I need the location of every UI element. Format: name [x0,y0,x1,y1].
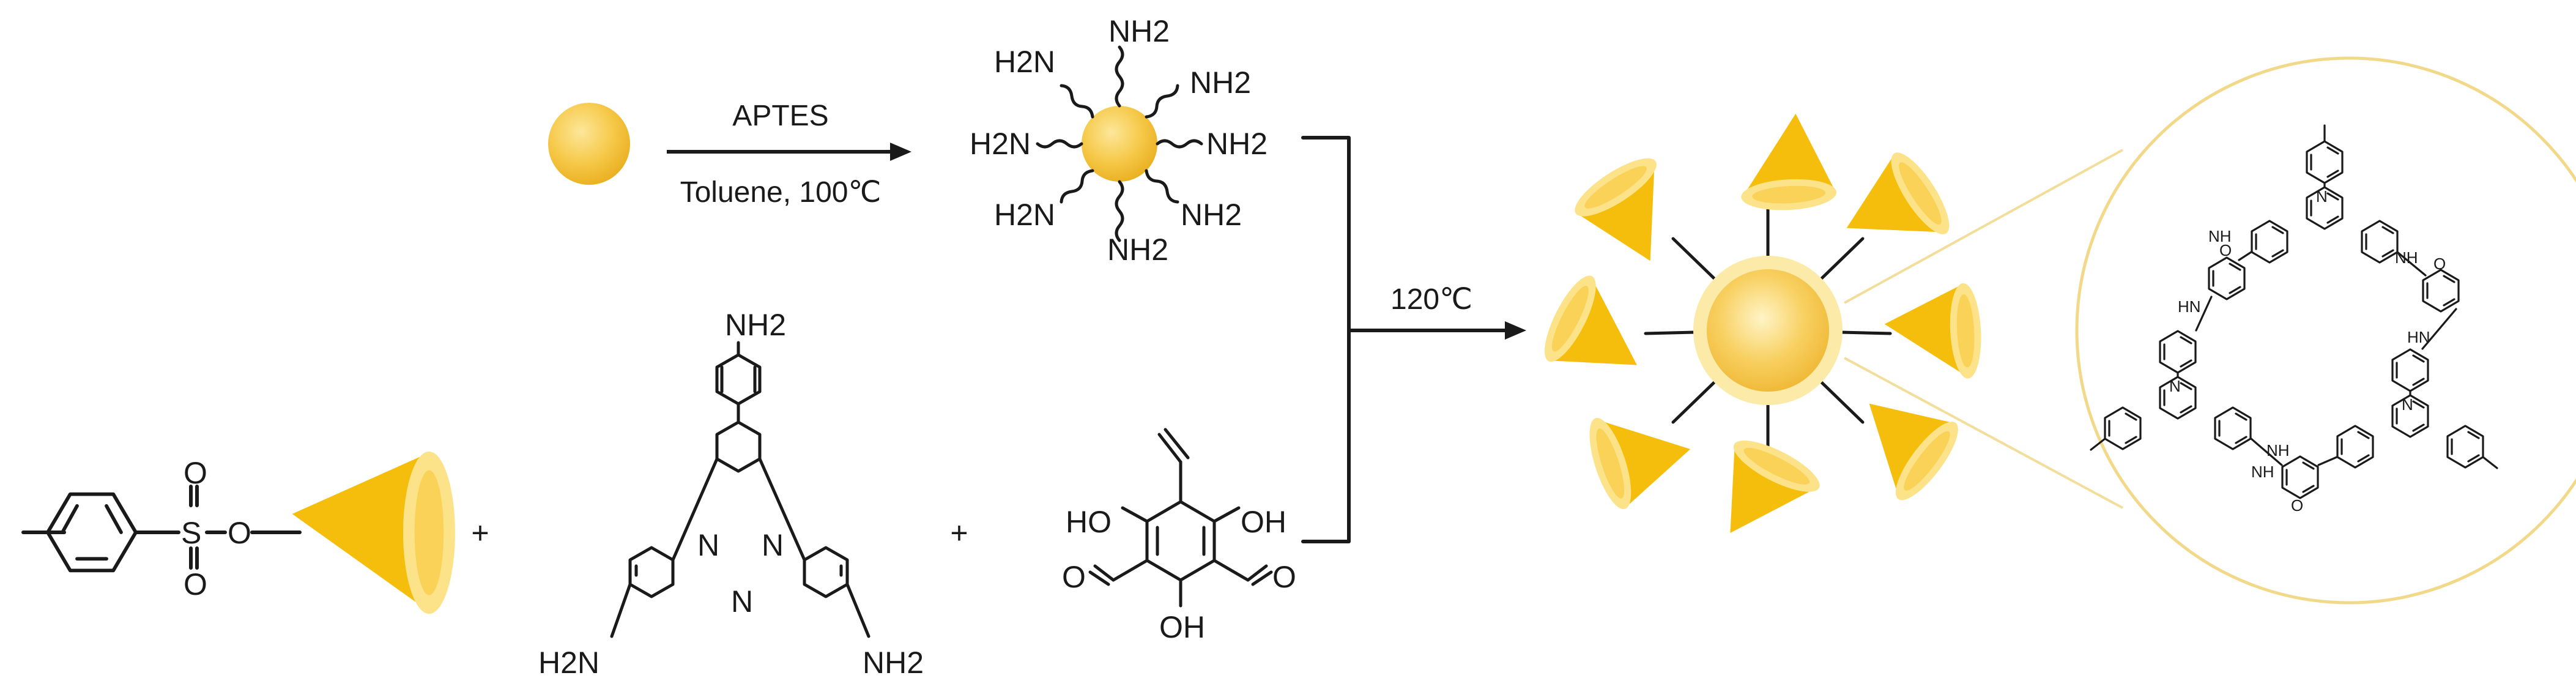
cof-ring-n-1: N [2316,187,2328,206]
triformylphloroglucinol [1088,428,1273,608]
step1-arrow [667,143,911,161]
reaction-bracket [1301,136,1513,543]
zoom-line-bottom [1844,357,2123,509]
cof-amine-label-2: NH [2395,248,2418,267]
cd-cone-bottomleft [1564,382,1702,519]
aminated-nanoparticle: NH2 NH2 H2N NH2 H2N NH2 H2N NH2 [970,14,1268,267]
cd-cone-bottom [1709,429,1832,553]
zoom-circle-icon: NH NH HN HN NH NH O O O N N N [2075,56,2576,605]
cof-carbonyl-label-2: O [2433,255,2446,273]
cof-node-left [2090,330,2252,451]
step2-conditions: 120℃ [1390,283,1472,316]
triazine-n1: N [697,528,719,562]
amine-label-bottomright: NH2 [1181,198,1242,232]
cd-cone-top [1721,108,1844,232]
cof-amine-label-1: NH [2208,227,2232,245]
ester-oxygen-label: O [228,516,251,550]
cof-amine-label-6: NH [2251,463,2274,481]
tosyl-cyclodextrin: S O O O [21,441,488,643]
amine-label-left: H2N [970,127,1031,161]
amine-label-bottomleft: H2N [994,198,1055,232]
cof-carbonyl-label-3: O [2291,496,2303,515]
tfp-hydroxyl-right: OH [1241,505,1286,539]
cof-carbonyl-label-1: O [2219,241,2232,259]
tfp-hydroxyl-left: HO [1066,505,1112,539]
core-nanoparticle-icon [1707,269,1829,392]
cof-node-top [2251,124,2399,264]
bare-nanoparticle-icon [548,103,630,185]
cof-amine-label-5: NH [2266,441,2290,460]
amine-label-bottom: NH2 [1107,233,1168,267]
tapt-amine-left: H2N [538,646,599,680]
cof-ring-n-3: N [2402,395,2413,414]
tfp-carbonyl-right: O [1272,560,1296,594]
cof-ring-n-2: N [2169,377,2181,395]
amine-label-topleft: H2N [994,45,1055,79]
cd-cone-topright [1830,140,1973,283]
sulfonyl-oxygen-top: O [184,456,207,490]
cof-amine-label-4: HN [2407,328,2430,346]
plus-sign-1: + [471,516,489,550]
sulfur-label: S [181,516,201,550]
cof-node-right [2336,348,2498,469]
cd-cone-right [1879,276,2003,399]
amine-label-right: NH2 [1206,127,1268,161]
step1-conditions: Toluene, 100℃ [680,176,882,209]
tfp-carbonyl-left: O [1062,560,1086,594]
amine-label-topright: NH2 [1190,65,1251,100]
tapt-triamine [610,341,870,638]
step1-reagent: APTES [732,100,828,132]
amine-label-top: NH2 [1108,14,1170,48]
tfp-hydroxyl-bottom: OH [1159,610,1205,644]
triazine-n2: N [762,528,784,562]
cd-cone-topleft [1562,134,1706,277]
sulfonyl-oxygen-bottom: O [184,567,207,601]
step2-arrow-head [1505,321,1526,340]
cd-cone-left [1533,264,1657,387]
tapt-amine-top: NH2 [725,308,786,342]
cd-cone-bottomright [1836,383,1971,517]
product-particle [1533,108,2003,553]
zoom-line-top [1844,149,2123,304]
plus-sign-2: + [950,516,968,550]
tapt-amine-right: NH2 [863,646,924,680]
beta-cyclodextrin-icon [284,441,488,643]
triazine-n3: N [731,584,753,619]
cof-amine-label-3: HN [2178,297,2201,316]
